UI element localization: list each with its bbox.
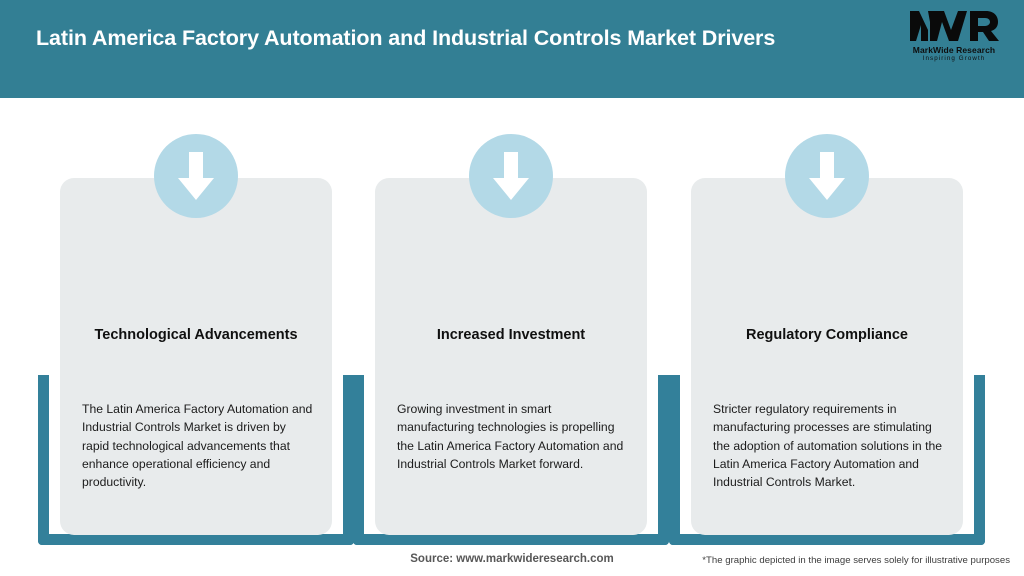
mwr-monogram-icon — [910, 11, 999, 41]
content-canvas: Technological Advancements The Latin Ame… — [0, 98, 1024, 576]
driver-icon-badge — [469, 134, 553, 218]
driver-card-body: The Latin America Factory Automation and… — [82, 402, 313, 490]
driver-card-title: Regulatory Compliance — [746, 327, 908, 343]
logo-tagline: Inspiring Growth — [922, 55, 986, 62]
page-header: Latin America Factory Automation and Ind… — [0, 0, 1024, 98]
driver-card-body: Stricter regulatory requirements in manu… — [713, 402, 943, 490]
driver-column-3: Regulatory Compliance Stricter regulator… — [669, 98, 985, 558]
driver-card[interactable]: Technological Advancements The Latin Ame… — [60, 178, 332, 535]
driver-card[interactable]: Increased Investment Growing investment … — [375, 178, 647, 535]
teal-accent-frame — [353, 375, 669, 545]
arrow-down-icon — [178, 152, 214, 200]
source-label: Source: www.markwideresearch.com — [410, 553, 614, 565]
driver-column-2: Increased Investment Growing investment … — [353, 98, 669, 558]
arrow-down-icon — [809, 152, 845, 200]
driver-icon-badge — [154, 134, 238, 218]
driver-icon-badge — [785, 134, 869, 218]
teal-accent-frame — [669, 375, 985, 545]
driver-column-1: Technological Advancements The Latin Ame… — [38, 98, 354, 558]
logo-company-name: MarkWide Research — [912, 45, 996, 55]
teal-accent-frame — [38, 375, 354, 545]
driver-card-body: Growing investment in smart manufacturin… — [397, 402, 624, 471]
page-title: Latin America Factory Automation and Ind… — [36, 26, 776, 50]
driver-card[interactable]: Regulatory Compliance Stricter regulator… — [691, 178, 963, 535]
brand-logo: MarkWide Research Inspiring Growth — [902, 8, 1006, 70]
arrow-down-icon — [493, 152, 529, 200]
driver-card-title: Increased Investment — [436, 327, 586, 343]
disclaimer-note: *The graphic depicted in the image serve… — [702, 555, 1010, 566]
driver-card-title: Technological Advancements — [94, 327, 298, 343]
